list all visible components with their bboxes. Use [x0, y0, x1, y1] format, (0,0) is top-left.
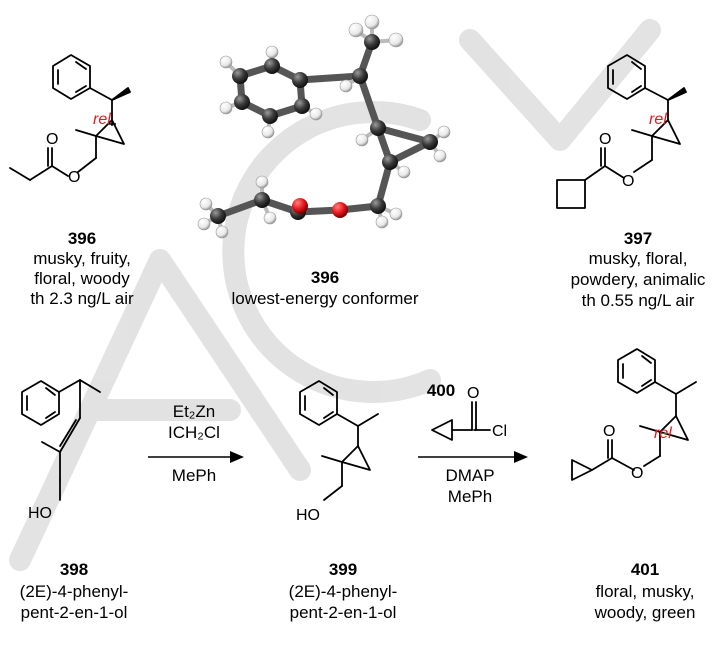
hydroxyl-399: HO — [296, 507, 320, 524]
threshold-396: th 2.3 ng/L air — [30, 289, 134, 308]
descriptor-397-line1: musky, floral, — [588, 249, 688, 268]
hydroxyl-398: HO — [28, 505, 52, 522]
oxygen-ester-401: O — [631, 465, 643, 482]
name-398-line2: pent-2-en-1-ol — [20, 603, 128, 622]
compound-id-399: 399 — [328, 560, 358, 579]
oxygen-ester-396: O — [68, 169, 80, 186]
oxygen-400: O — [467, 385, 479, 402]
descriptor-397-line2: powdery, animalic — [570, 270, 706, 289]
reagent-400-structure — [431, 401, 491, 441]
chlorine-400: Cl — [492, 423, 507, 440]
oxygen-carbonyl-401: O — [603, 423, 615, 440]
solvent-meph-2: MePh — [447, 487, 493, 506]
compound-id-397: 397 — [623, 229, 653, 248]
name-399-line2: pent-2-en-1-ol — [289, 603, 397, 622]
name-398-line1: (2E)-4-phenyl- — [19, 582, 129, 601]
structure-398 — [21, 379, 101, 501]
structure-396 — [9, 54, 131, 181]
compound-id-398: 398 — [59, 560, 89, 579]
reagent-ich2cl: ICH₂Cl — [168, 423, 220, 442]
oxygen-ester-397: O — [622, 173, 634, 190]
rel-label-401: rel — [654, 425, 672, 442]
name-399-line1: (2E)-4-phenyl- — [288, 582, 398, 601]
descriptor-401-line2: woody, green — [594, 603, 696, 622]
oxygen-carbonyl-397: O — [599, 131, 611, 148]
conformer-model — [197, 14, 451, 239]
descriptor-396-line2: floral, woody — [34, 269, 130, 288]
watermark — [9, 19, 661, 571]
reaction-arrow-1 — [148, 451, 244, 463]
conformer-compound-id: 396 — [310, 268, 340, 287]
oxygen-carbonyl-396: O — [46, 131, 58, 148]
compound-id-396: 396 — [67, 229, 97, 248]
rel-label-397: rel — [649, 111, 667, 128]
descriptor-396-line1: musky, fruity, — [33, 249, 131, 268]
rel-label-396: rel — [93, 111, 111, 128]
conformer-caption: lowest-energy conformer — [231, 289, 419, 308]
reagent-et2zn: Et₂Zn — [172, 402, 216, 421]
compound-id-401: 401 — [630, 560, 660, 579]
descriptor-401-line1: floral, musky, — [595, 582, 695, 601]
structure-401 — [571, 348, 697, 481]
dash-bond-396 — [109, 120, 116, 126]
structure-399 — [299, 380, 379, 501]
structure-397 — [556, 54, 687, 209]
solvent-meph-1: MePh — [171, 466, 217, 485]
reaction-arrow-2 — [418, 451, 528, 463]
reagent-dmap: DMAP — [445, 466, 495, 485]
reagent-id-400: 400 — [426, 381, 456, 400]
threshold-397: th 0.55 ng/L air — [581, 291, 695, 310]
